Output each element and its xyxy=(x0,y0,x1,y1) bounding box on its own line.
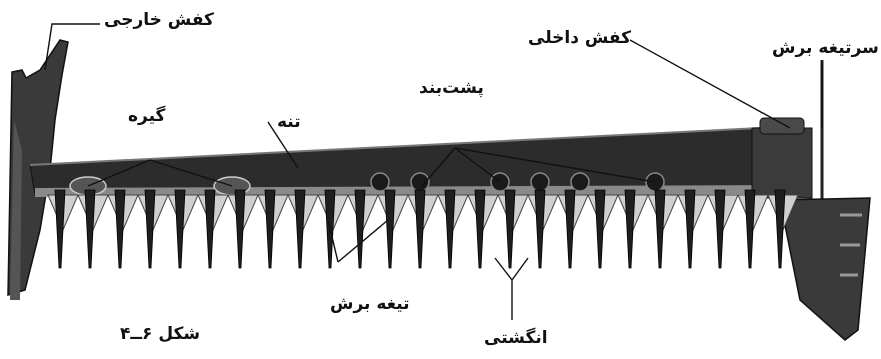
knife-head-block xyxy=(752,128,812,198)
wearplate-knob xyxy=(531,173,549,191)
label-wearplate: پشت‌بند xyxy=(419,80,484,97)
label-knife-head: سرتیغه برش xyxy=(772,40,879,57)
wearplate-knob xyxy=(371,173,389,191)
leader-guard-2 xyxy=(512,258,528,280)
label-clip: گیره xyxy=(128,108,165,125)
label-inner-shoe: کفش داخلی xyxy=(528,30,631,47)
label-bar: تنه xyxy=(277,114,301,131)
label-guard: انگشتی xyxy=(484,330,548,347)
wearplate-knob xyxy=(571,173,589,191)
knife-head-cap xyxy=(760,118,804,134)
label-cutting-blade: تیغه برش xyxy=(330,296,410,313)
figure-caption: شکل ۶ــ۴ xyxy=(120,326,200,343)
leader-inner-shoe xyxy=(630,40,790,128)
inner-shoe xyxy=(780,198,870,340)
label-outer-shoe: کفش خارجی xyxy=(104,12,214,29)
